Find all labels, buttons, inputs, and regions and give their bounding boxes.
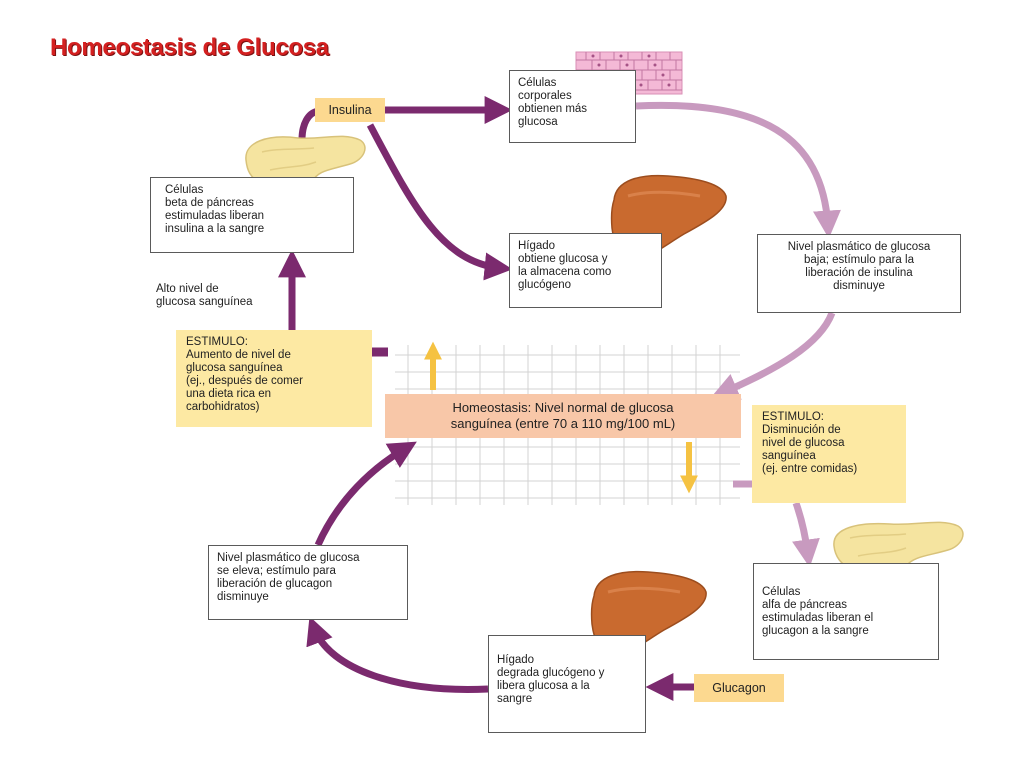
box-plasma-high: Nivel plasmático de glucosa se eleva; es… [208,545,408,620]
hormone-insulina-label: Insulina [315,98,385,122]
box-beta-cells: Células beta de páncreas estimuladas lib… [150,177,354,253]
arrow-plasma-low-to-homeostasis [710,311,836,400]
stimulus-low-box: ESTIMULO: Disminución de nivel de glucos… [752,405,906,503]
box-liver-stores: Hígado obtiene glucosa y la almacena com… [509,233,662,308]
arrow-stimulus-low-to-alpha [792,501,820,568]
label-high-glucose: Alto nivel de glucosa sanguínea [156,283,253,308]
box-body-cells: Células corporales obtienen más glucosa [509,70,636,143]
hormone-glucagon-label: Glucagon [694,674,784,702]
pancreas-icon [833,521,964,577]
box-liver-releases: Hígado degrada glucógeno y libera glucos… [488,635,646,733]
arrow-insulina-to-liver [366,123,513,281]
page-title: Homeostasis de Glucosa [50,34,329,61]
box-alpha-cells: Células alfa de páncreas estimuladas lib… [753,563,939,660]
arrow-plasma-high-to-homeostasis [314,441,417,547]
arrow-body-cells-to-plasma-low [635,101,841,239]
homeostasis-box: Homeostasis: Nivel normal de glucosa san… [385,394,741,438]
box-plasma-low: Nivel plasmático de glucosa baja; estímu… [757,234,961,313]
stimulus-high-box: ESTIMULO: Aumento de nivel de glucosa sa… [176,330,372,427]
arrow-liver-to-plasma-high [306,616,489,693]
